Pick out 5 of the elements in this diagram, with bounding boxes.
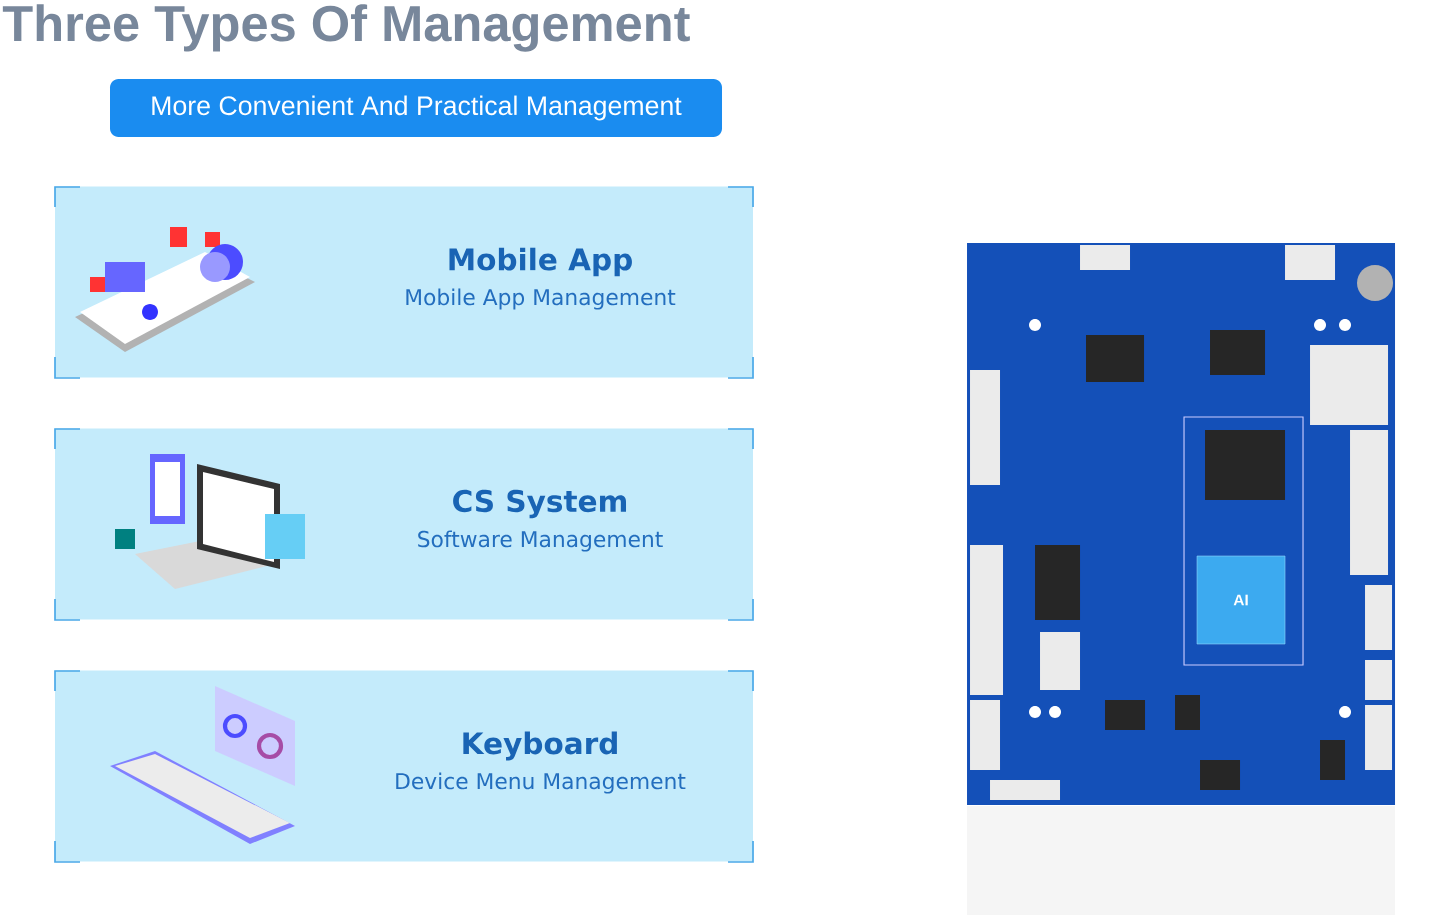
chip-label: AI [1196, 555, 1286, 645]
page-title: Three Types Of Management [2, 4, 690, 52]
card: Mobile App Mobile App Management [54, 186, 754, 379]
heading-tab: More Convenient And Practical Management [110, 79, 722, 137]
card: Keyboard Device Menu Management [54, 670, 754, 863]
